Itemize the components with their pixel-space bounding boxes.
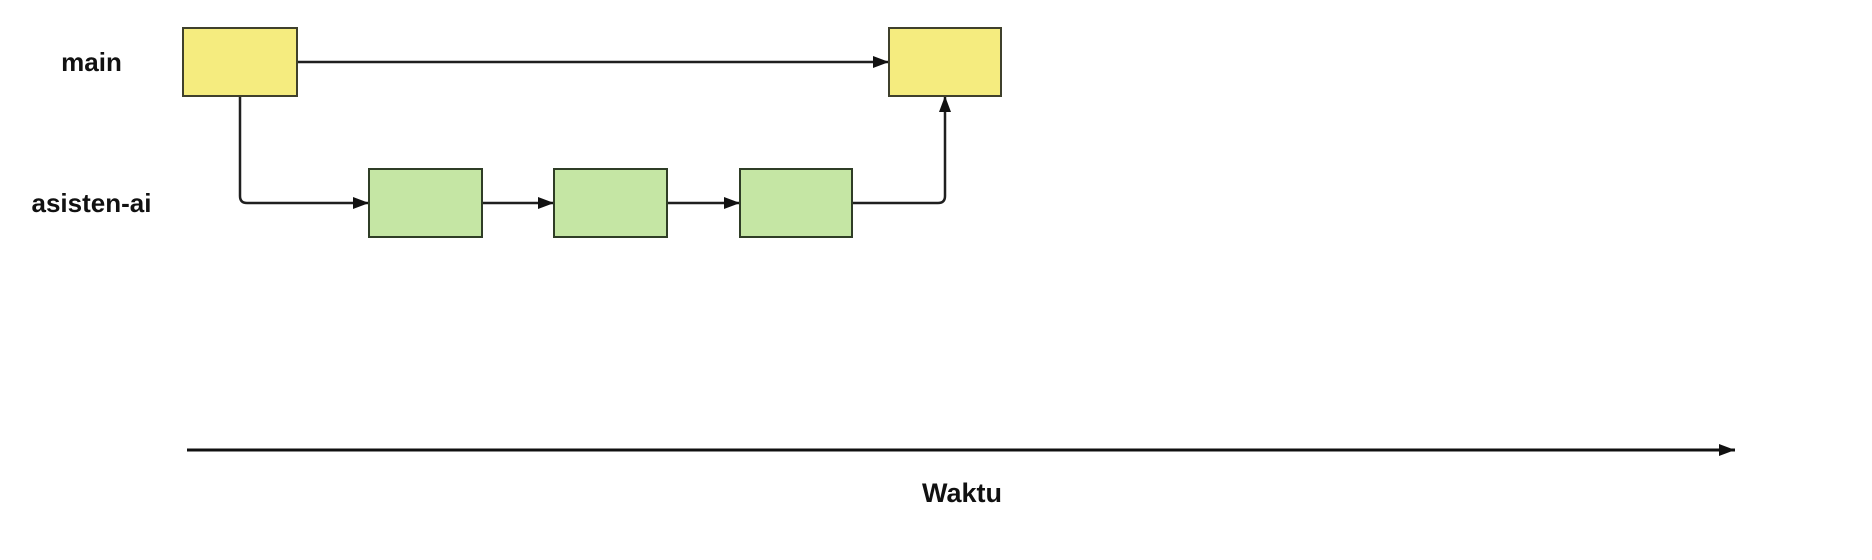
arrow-merge-to-main [852, 96, 951, 205]
main-merge-node [888, 27, 1002, 97]
arrow-branch-checkout [238, 96, 369, 209]
branch-commit-node-3 [739, 168, 853, 238]
axis-label-waktu: Waktu [922, 478, 1002, 508]
branch-commit-node-2 [553, 168, 668, 238]
lane-label-asisten-ai: asisten-ai [31, 188, 152, 218]
main-commit-node-1 [182, 27, 298, 97]
branch-commit-node-1 [368, 168, 483, 238]
lane-label-main: main [61, 47, 122, 77]
